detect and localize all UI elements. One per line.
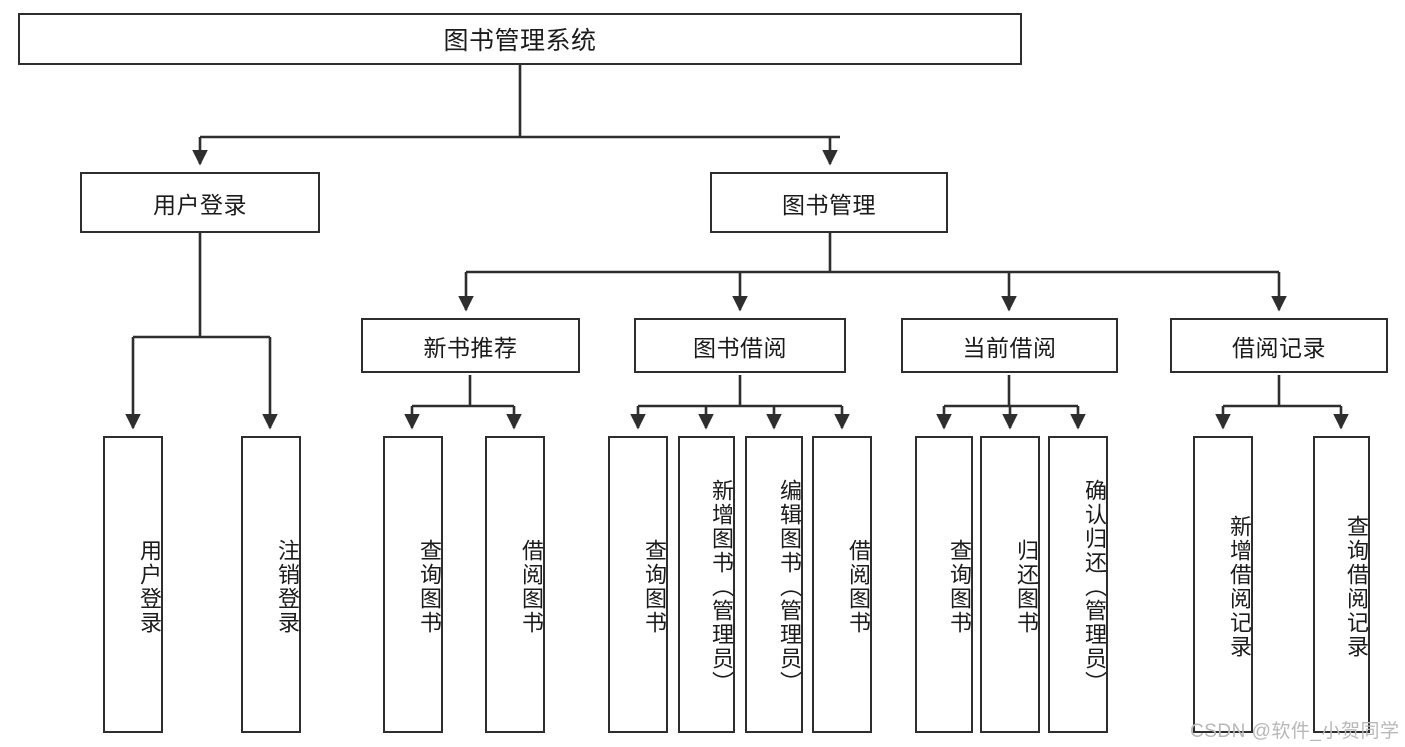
leaf-return-book[interactable]: 归还图书 [980,436,1040,733]
node-user-login[interactable]: 用户登录 [80,172,320,233]
node-label: 查询图书 [417,538,442,635]
node-label: 注销登录 [275,538,300,635]
node-label: 新增图书（管理员） [709,478,734,695]
node-label: 图书管理系统 [443,27,597,55]
leaf-add-borrow-record[interactable]: 新增借阅记录 [1193,436,1253,733]
node-current-borrow[interactable]: 当前借阅 [901,318,1118,373]
node-label: 当前借阅 [962,334,1057,361]
node-label: 图书管理 [782,191,876,218]
node-label: 用户登录 [137,538,162,635]
node-borrow-record[interactable]: 借阅记录 [1170,318,1388,373]
leaf-borrow-book[interactable]: 借阅图书 [812,436,872,733]
node-label: 借阅图书 [519,538,544,635]
node-label: 借阅图书 [846,538,871,635]
node-label: 新增借阅记录 [1227,514,1252,659]
leaf-user-login[interactable]: 用户登录 [103,436,163,733]
node-label: 查询借阅记录 [1344,514,1369,659]
node-label: 归还图书 [1014,538,1039,635]
node-book-borrow[interactable]: 图书借阅 [634,318,846,373]
node-label: 编辑图书（管理员） [777,478,802,695]
leaf-query-borrow-record[interactable]: 查询借阅记录 [1313,436,1370,733]
node-label: 用户登录 [153,191,247,218]
node-root-system[interactable]: 图书管理系统 [18,13,1022,65]
node-book-management[interactable]: 图书管理 [710,172,948,233]
node-label: 借阅记录 [1232,334,1326,361]
watermark-text: CSDN @软件_小贺同学 [1190,716,1399,743]
leaf-query-book-recommend[interactable]: 查询图书 [383,436,443,733]
leaf-logout[interactable]: 注销登录 [241,436,301,733]
leaf-query-book-borrow[interactable]: 查询图书 [608,436,668,733]
node-label: 查询图书 [947,538,972,635]
node-label: 新书推荐 [423,334,518,361]
leaf-confirm-return-admin[interactable]: 确认归还（管理员） [1048,436,1108,733]
node-new-book-recommend[interactable]: 新书推荐 [361,318,580,373]
leaf-borrow-book-recommend[interactable]: 借阅图书 [485,436,545,733]
leaf-add-book-admin[interactable]: 新增图书（管理员） [678,436,735,733]
node-label: 查询图书 [642,538,667,635]
node-label: 确认归还（管理员） [1082,478,1107,695]
node-label: 图书借阅 [693,334,787,361]
watermark-label: CSDN @软件_小贺同学 [1190,721,1400,742]
leaf-query-book-current[interactable]: 查询图书 [915,436,973,733]
leaf-edit-book-admin[interactable]: 编辑图书（管理员） [745,436,803,733]
